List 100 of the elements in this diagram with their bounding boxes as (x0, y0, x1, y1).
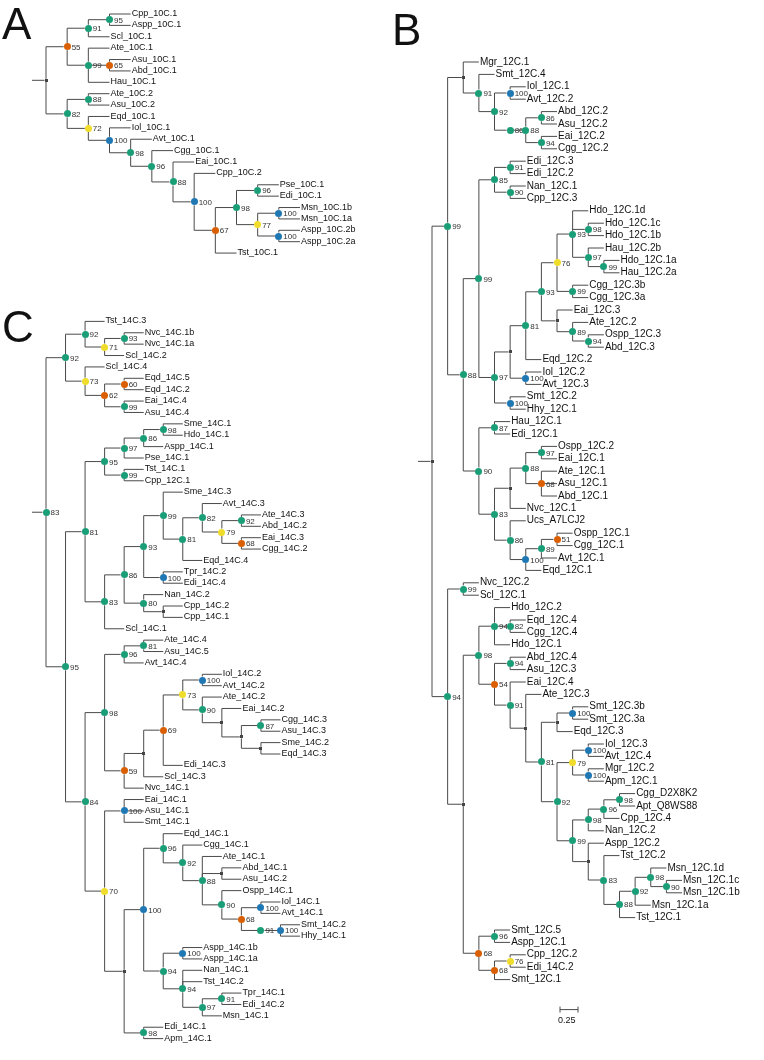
branch-line (494, 929, 511, 934)
taxon-label: Smt_12C.4 (495, 68, 546, 79)
branch-line (462, 61, 480, 77)
taxon-label: Msn_10C.1a (301, 213, 353, 223)
taxon-label: Nan_12C.1 (526, 180, 578, 191)
branch-point (430, 459, 434, 463)
branch-line (619, 793, 636, 797)
branch-line (540, 470, 558, 481)
support-value: 86 (545, 114, 555, 123)
branch-line (587, 808, 601, 817)
branch-line (278, 229, 301, 233)
taxon-label: Eqd_14C.5 (144, 373, 190, 383)
support-value: 79 (577, 759, 587, 768)
taxon-label: Edi_14C.2 (242, 999, 285, 1009)
support-value: 76 (561, 259, 571, 268)
support-value: 86 (128, 571, 138, 580)
branch-line (494, 421, 511, 425)
taxon-label: Hdo_12C.1a (620, 254, 677, 265)
branch-line (556, 542, 574, 547)
branch-line (109, 22, 132, 26)
branch-line (162, 851, 180, 864)
branch-line (162, 833, 184, 846)
support-value: 100 (114, 137, 128, 146)
branch-line (84, 712, 102, 799)
support-value: 55 (71, 43, 81, 52)
branch-line (123, 773, 145, 789)
branch-point (142, 751, 146, 755)
support-value: 100 (514, 400, 528, 408)
taxon-label: Edi_14C.4 (183, 578, 226, 588)
taxon-label: Nvc_12C.2 (479, 577, 530, 588)
support-value: 80 (148, 600, 158, 609)
support-value: 99 (577, 837, 587, 846)
branch-line (494, 607, 511, 624)
taxon-label: Edi_14C.1 (164, 1022, 207, 1032)
branch-line (162, 518, 180, 540)
branch-line (540, 145, 558, 150)
branch-line (123, 546, 141, 572)
taxon-label: Eai_12C.1 (558, 453, 605, 464)
taxon-label: Ospp_12C.3 (604, 329, 662, 340)
branch-line (123, 577, 141, 604)
taxon-label: Eai_12C.3 (573, 304, 621, 315)
branch-line (260, 901, 281, 905)
taxon-label: Nvc_12C.1 (526, 502, 577, 513)
support-value: 88 (530, 465, 540, 474)
branch-line (587, 743, 605, 748)
branch-line (236, 189, 255, 205)
branch-line (143, 606, 163, 613)
branch-line (509, 352, 523, 379)
support-value: 82 (71, 110, 81, 119)
support-value: 99 (452, 223, 462, 232)
branch-line (240, 546, 262, 550)
support-value: 100 (284, 927, 299, 936)
branch-line (123, 451, 145, 459)
support-value: 91 (514, 164, 524, 173)
taxon-label: Tpr_14C.2 (183, 566, 227, 576)
branch-line (182, 956, 203, 960)
support-value: 100 (187, 950, 201, 959)
branch-line (182, 542, 203, 561)
taxon-label: Smt_12C.1 (511, 974, 562, 985)
branch-line (478, 956, 492, 971)
taxon-label: Mgr_12C.1 (479, 56, 530, 67)
branch-line (221, 1001, 242, 1005)
branch-line (182, 679, 200, 692)
taxon-label: Iol_12C.1 (526, 81, 570, 92)
branch-line (260, 910, 281, 914)
taxon-label: Aspp_14C.1a (203, 953, 258, 963)
branch-line (509, 86, 527, 90)
support-value: 86 (514, 537, 524, 546)
branch-line (556, 712, 570, 722)
branch-line (494, 687, 508, 706)
branch-point (161, 610, 165, 614)
branch-line (478, 474, 492, 515)
branch-line (509, 406, 527, 410)
support-value: 87 (265, 722, 275, 731)
branch-line (540, 486, 558, 497)
support-value: 98 (592, 226, 602, 235)
taxon-label: Asu_12C.2 (558, 118, 608, 129)
branch-line (109, 143, 128, 154)
taxon-label: Cgg_14C.1 (203, 840, 249, 850)
branch-line (494, 114, 508, 131)
taxon-label: Msn_12C.1d (667, 862, 725, 873)
branch-line (509, 489, 527, 509)
branch-line (240, 523, 262, 527)
branch-line (65, 360, 83, 382)
branch-line (572, 294, 589, 299)
branch-line (151, 169, 170, 183)
taxon-label: Asu_10C.1 (131, 54, 177, 64)
taxon-label: Avt_12C.2 (526, 93, 574, 104)
taxon-label: Pse_10C.1 (279, 179, 325, 189)
support-value: 100 (265, 904, 279, 913)
panel-letter: A (2, 2, 32, 46)
branch-line (143, 549, 161, 579)
branch-line (556, 265, 570, 292)
support-value: 92 (639, 888, 649, 897)
taxon-label: Smt_14C.2 (301, 919, 347, 929)
branch-line (143, 754, 164, 778)
branch-line (104, 894, 124, 972)
branch-line (509, 666, 527, 671)
branch-line (162, 423, 184, 427)
support-value: 81 (148, 642, 158, 651)
